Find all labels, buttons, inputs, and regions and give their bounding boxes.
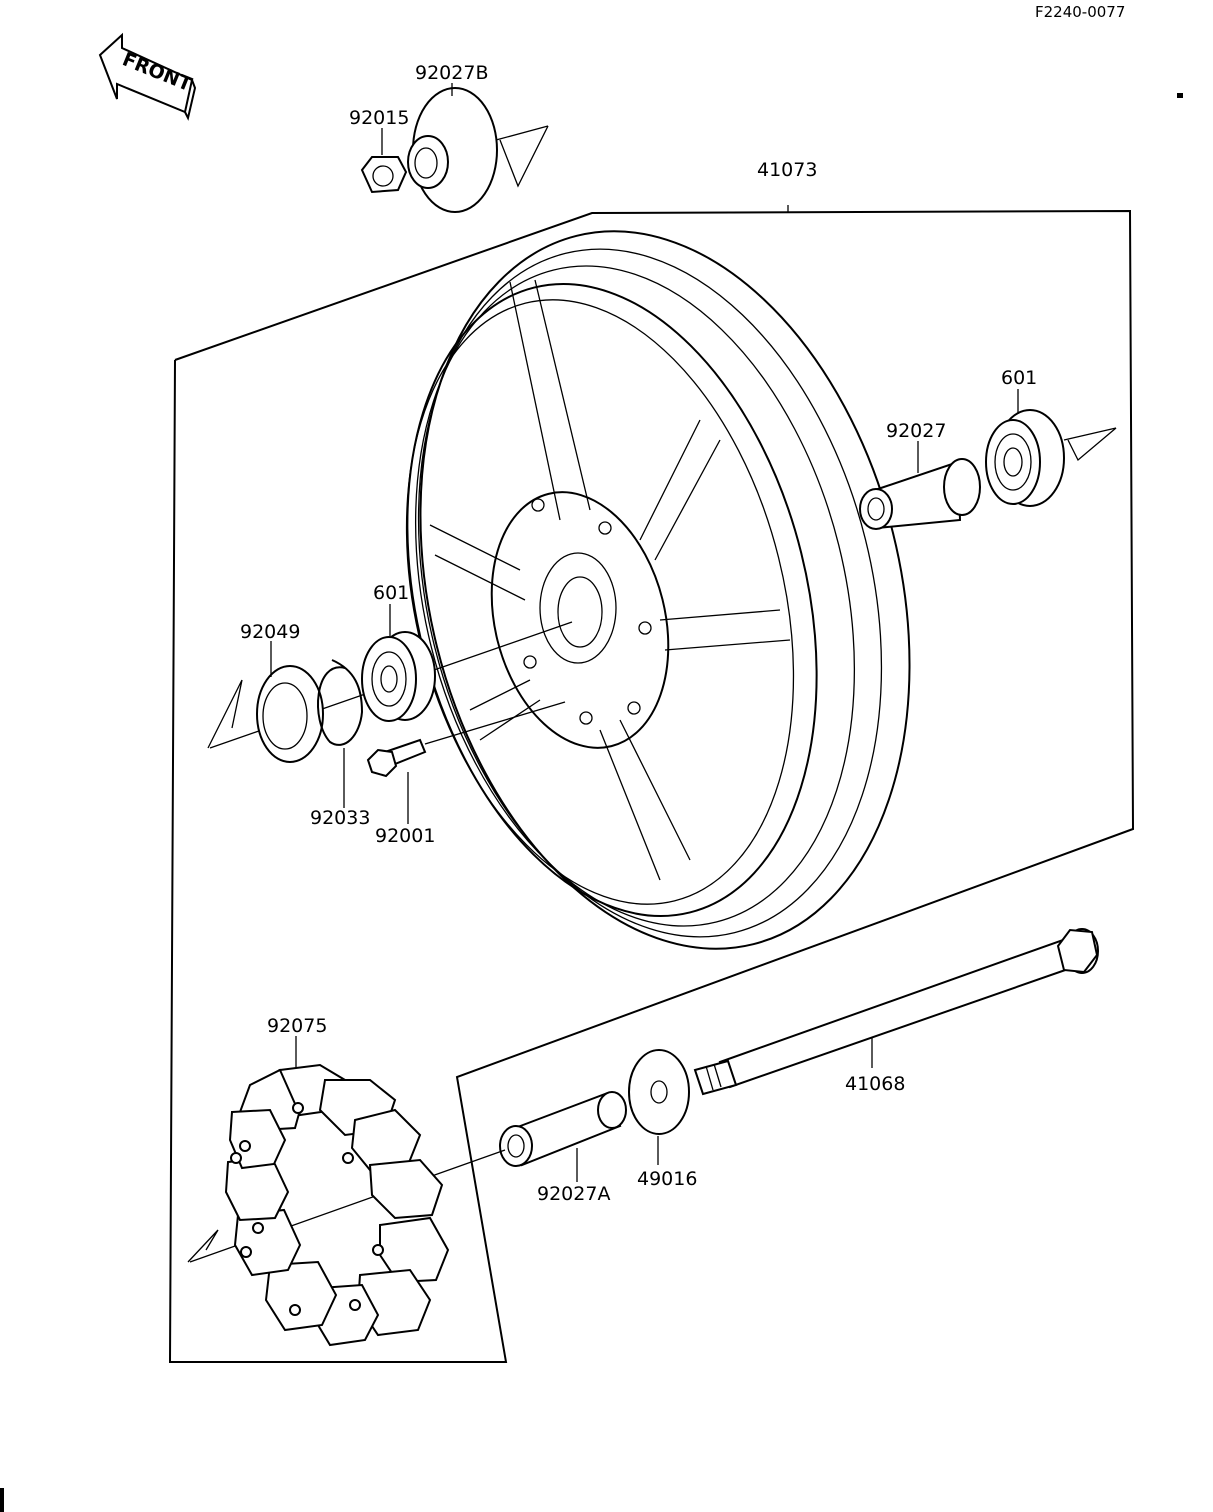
washer-49016 [628, 1049, 690, 1135]
diagram-code: F2240-0077 [1035, 3, 1125, 21]
axle-41068 [693, 928, 1099, 1096]
edge-mark [1177, 93, 1183, 98]
label-92075: 92075 [267, 1015, 327, 1037]
circlip-92033 [317, 659, 364, 746]
label-92027b: 92027B [415, 62, 488, 84]
label-92049: 92049 [240, 621, 300, 643]
label-92027a: 92027A [537, 1183, 610, 1205]
label-601-right: 601 [1001, 367, 1037, 389]
label-92027: 92027 [886, 420, 946, 442]
label-49016: 49016 [637, 1168, 697, 1190]
edge-mark-bottom [0, 1488, 4, 1512]
bearing-601-left [361, 631, 436, 722]
collar-92027b [407, 87, 498, 213]
label-92015: 92015 [349, 107, 409, 129]
axis-arrow-right-icon [1063, 427, 1117, 462]
collar-92027 [859, 458, 981, 530]
nut-92015 [360, 156, 408, 194]
bolt-92001 [366, 701, 566, 778]
damper-92075 [224, 1063, 450, 1347]
front-arrow-icon: FRONT [98, 32, 197, 121]
label-92033: 92033 [310, 807, 370, 829]
collar-92027a [499, 1091, 627, 1167]
label-601-left: 601 [373, 582, 409, 604]
wheel-assembly-frame [168, 209, 1135, 1363]
bearing-601-right [985, 409, 1065, 507]
label-41068: 41068 [845, 1073, 905, 1095]
axis-arrow-top-icon [495, 125, 549, 188]
wheel-41073 [405, 230, 911, 950]
label-92001: 92001 [375, 825, 435, 847]
label-41073: 41073 [757, 159, 817, 181]
oil-seal-92049 [256, 665, 324, 763]
